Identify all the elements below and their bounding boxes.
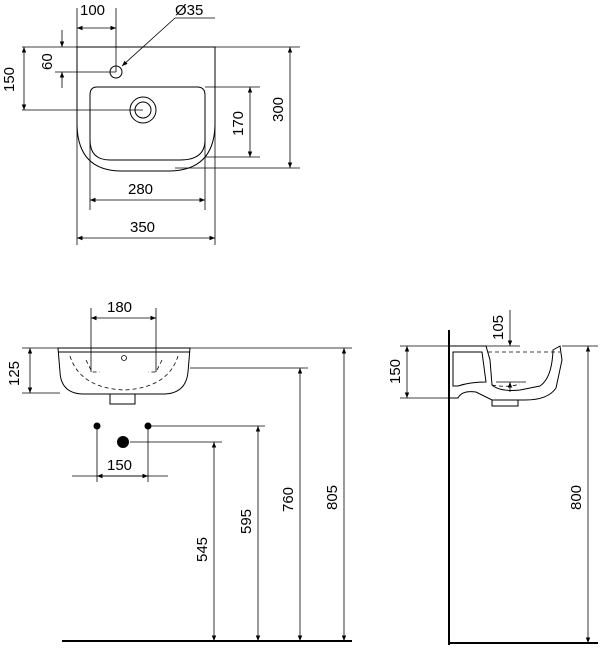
dim-dia35-label: Ø35 <box>175 2 203 19</box>
dim-125-label: 125 <box>6 361 23 386</box>
dim-595-label: 595 <box>238 509 255 534</box>
front-view: 180 125 150 545 595 760 805 <box>6 299 352 642</box>
side-trap <box>491 400 519 407</box>
dim-150-front-label: 150 <box>107 457 132 474</box>
waste-outlet <box>117 436 129 448</box>
dim-760-label: 760 <box>280 487 297 512</box>
dim-60-label: 60 <box>39 53 56 70</box>
side-view: 105 150 800 <box>387 310 598 645</box>
front-overflow <box>121 355 127 361</box>
side-basin-outline <box>449 345 563 401</box>
top-view: 100 Ø35 60 150 170 300 280 350 <box>1 2 300 245</box>
dim-805-label: 805 <box>324 485 341 510</box>
dim-300-label: 300 <box>270 97 287 122</box>
dim-350-label: 350 <box>130 219 155 236</box>
dim-280-label: 280 <box>128 181 153 198</box>
dim-800-label: 800 <box>568 485 585 510</box>
dim-105-label: 105 <box>490 315 507 340</box>
front-basin-outline <box>57 347 191 395</box>
front-trap <box>109 394 136 405</box>
dim-180-label: 180 <box>107 299 132 316</box>
dim-100-label: 100 <box>80 2 105 19</box>
dim-150-side-label: 150 <box>387 359 404 384</box>
dim-150-label: 150 <box>1 67 18 92</box>
bowl-outline <box>89 86 206 161</box>
dim-170-label: 170 <box>230 111 247 136</box>
basin-outline <box>76 46 216 172</box>
dim-545-label: 545 <box>194 537 211 562</box>
